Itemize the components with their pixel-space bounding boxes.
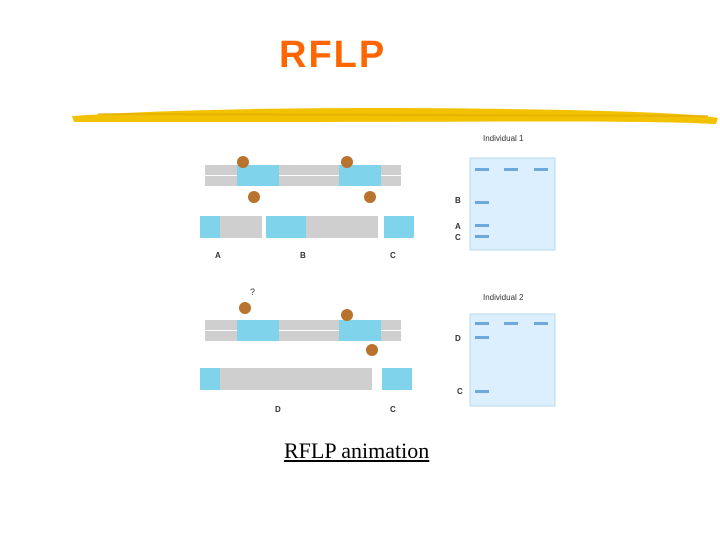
enzyme-icon — [366, 344, 378, 356]
enzyme-icon — [364, 191, 376, 203]
individual2-dna: ? D C — [200, 287, 412, 414]
enzyme-icon — [341, 309, 353, 321]
individual1-dna: A B C — [200, 156, 414, 260]
fragment-label: A — [215, 251, 221, 260]
fragment-label: D — [275, 405, 281, 414]
rflp-animation-link[interactable]: RFLP animation — [284, 438, 430, 463]
enzyme-icon — [239, 302, 251, 314]
fragment-label: C — [390, 251, 396, 260]
gel-title: Individual 2 — [483, 293, 524, 302]
band-label: A — [455, 222, 461, 231]
individual2-gel: Individual 2 D C — [455, 293, 556, 407]
slide-title: RFLP — [279, 34, 387, 76]
question-mark: ? — [250, 287, 255, 297]
fragment-label: B — [300, 251, 306, 260]
band-label: B — [455, 196, 461, 205]
gel-title: Individual 1 — [483, 134, 524, 143]
brush-underline — [72, 108, 718, 124]
band-label: D — [455, 334, 461, 343]
individual1-gel: Individual 1 B A C — [455, 134, 556, 251]
enzyme-icon — [248, 191, 260, 203]
fragment-label: C — [390, 405, 396, 414]
enzyme-icon — [341, 156, 353, 168]
band-label: C — [457, 387, 463, 396]
enzyme-icon — [237, 156, 249, 168]
band-label: C — [455, 233, 461, 242]
